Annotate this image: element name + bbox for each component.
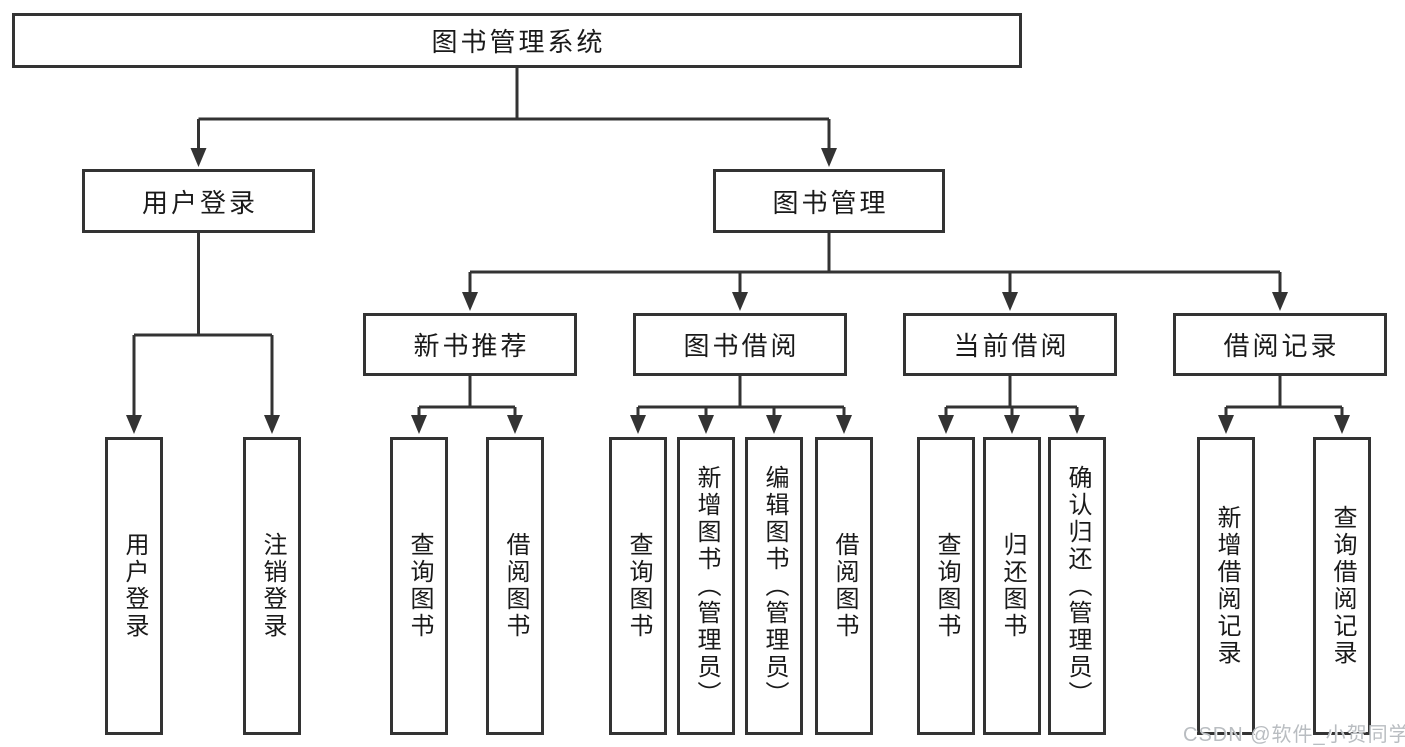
node-leaf-query-books-recommendation: 查询图书 [390, 437, 448, 735]
node-leaf-add-borrow-record: 新增借阅记录 [1197, 437, 1255, 735]
node-user-login: 用户登录 [82, 169, 315, 233]
node-label: 新书推荐 [413, 331, 530, 361]
node-leaf-borrow-books-recommendation: 借阅图书 [486, 437, 544, 735]
node-leaf-logout: 注销登录 [243, 437, 301, 735]
node-leaf-borrow-books-borrowing: 借阅图书 [815, 437, 873, 735]
node-leaf-user-login: 用户登录 [105, 437, 163, 735]
node-label: 图书管理 [772, 187, 889, 218]
node-label: 当前借阅 [953, 331, 1070, 361]
connector-paths [132, 68, 1344, 420]
node-new-book-recommendation: 新书推荐 [363, 313, 577, 376]
node-leaf-query-books-current: 查询图书 [917, 437, 975, 735]
node-book-borrowing: 图书借阅 [633, 313, 847, 376]
node-label: 图书借阅 [683, 331, 800, 361]
node-leaf-query-books-borrowing: 查询图书 [609, 437, 667, 735]
node-leaf-return-books: 归还图书 [983, 437, 1041, 735]
node-leaf-edit-books-admin: 编辑图书（管理员） [745, 437, 803, 735]
node-leaf-confirm-return-admin: 确认归还（管理员） [1048, 437, 1106, 735]
node-current-borrowing: 当前借阅 [903, 313, 1117, 376]
node-book-management: 图书管理 [713, 169, 945, 233]
arrowhead-icons [126, 148, 1350, 434]
node-label: 借阅记录 [1223, 331, 1340, 361]
node-library-management-system: 图书管理系统 [12, 13, 1022, 68]
node-label: 图书管理系统 [431, 27, 606, 57]
node-label: 用户登录 [141, 187, 258, 218]
node-borrowing-records: 借阅记录 [1173, 313, 1387, 376]
node-leaf-query-borrow-record: 查询借阅记录 [1313, 437, 1371, 735]
watermark: CSDN @软件_小贺同学 [1183, 724, 1405, 746]
node-leaf-add-books-admin: 新增图书（管理员） [677, 437, 735, 735]
